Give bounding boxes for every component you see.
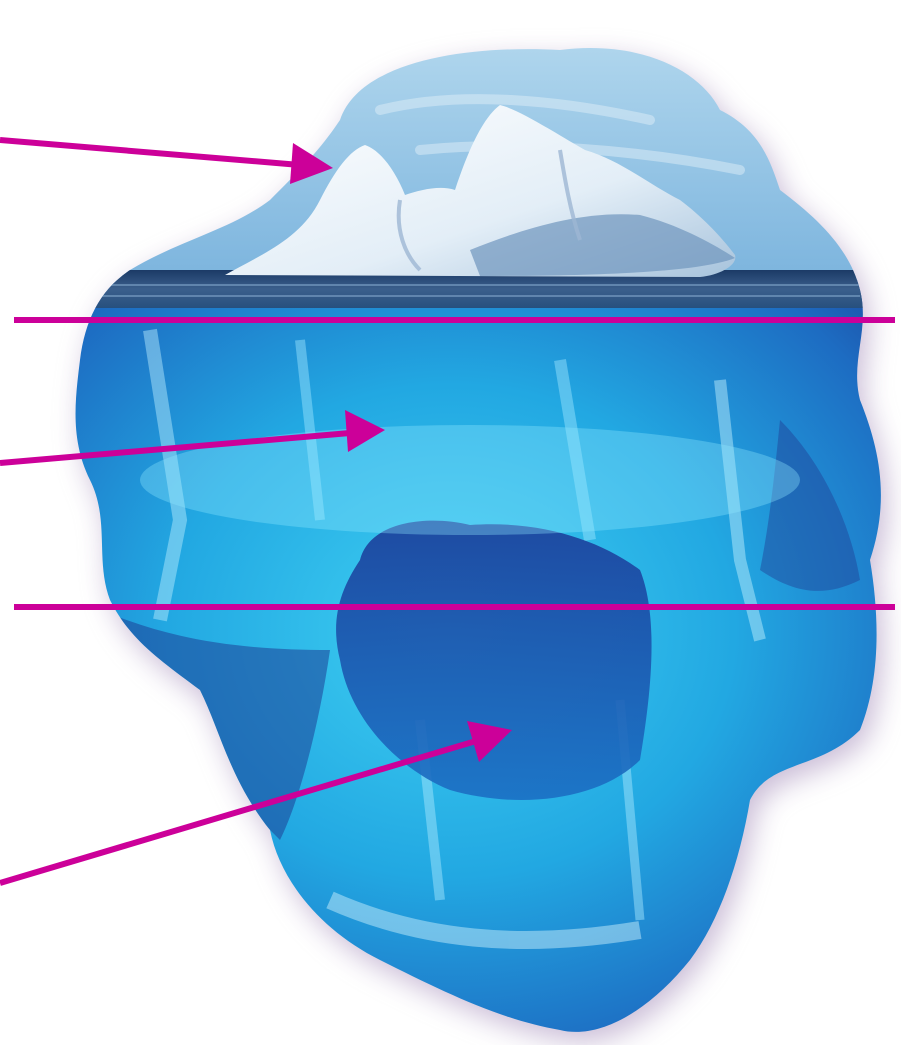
arrow-tip bbox=[0, 140, 333, 184]
